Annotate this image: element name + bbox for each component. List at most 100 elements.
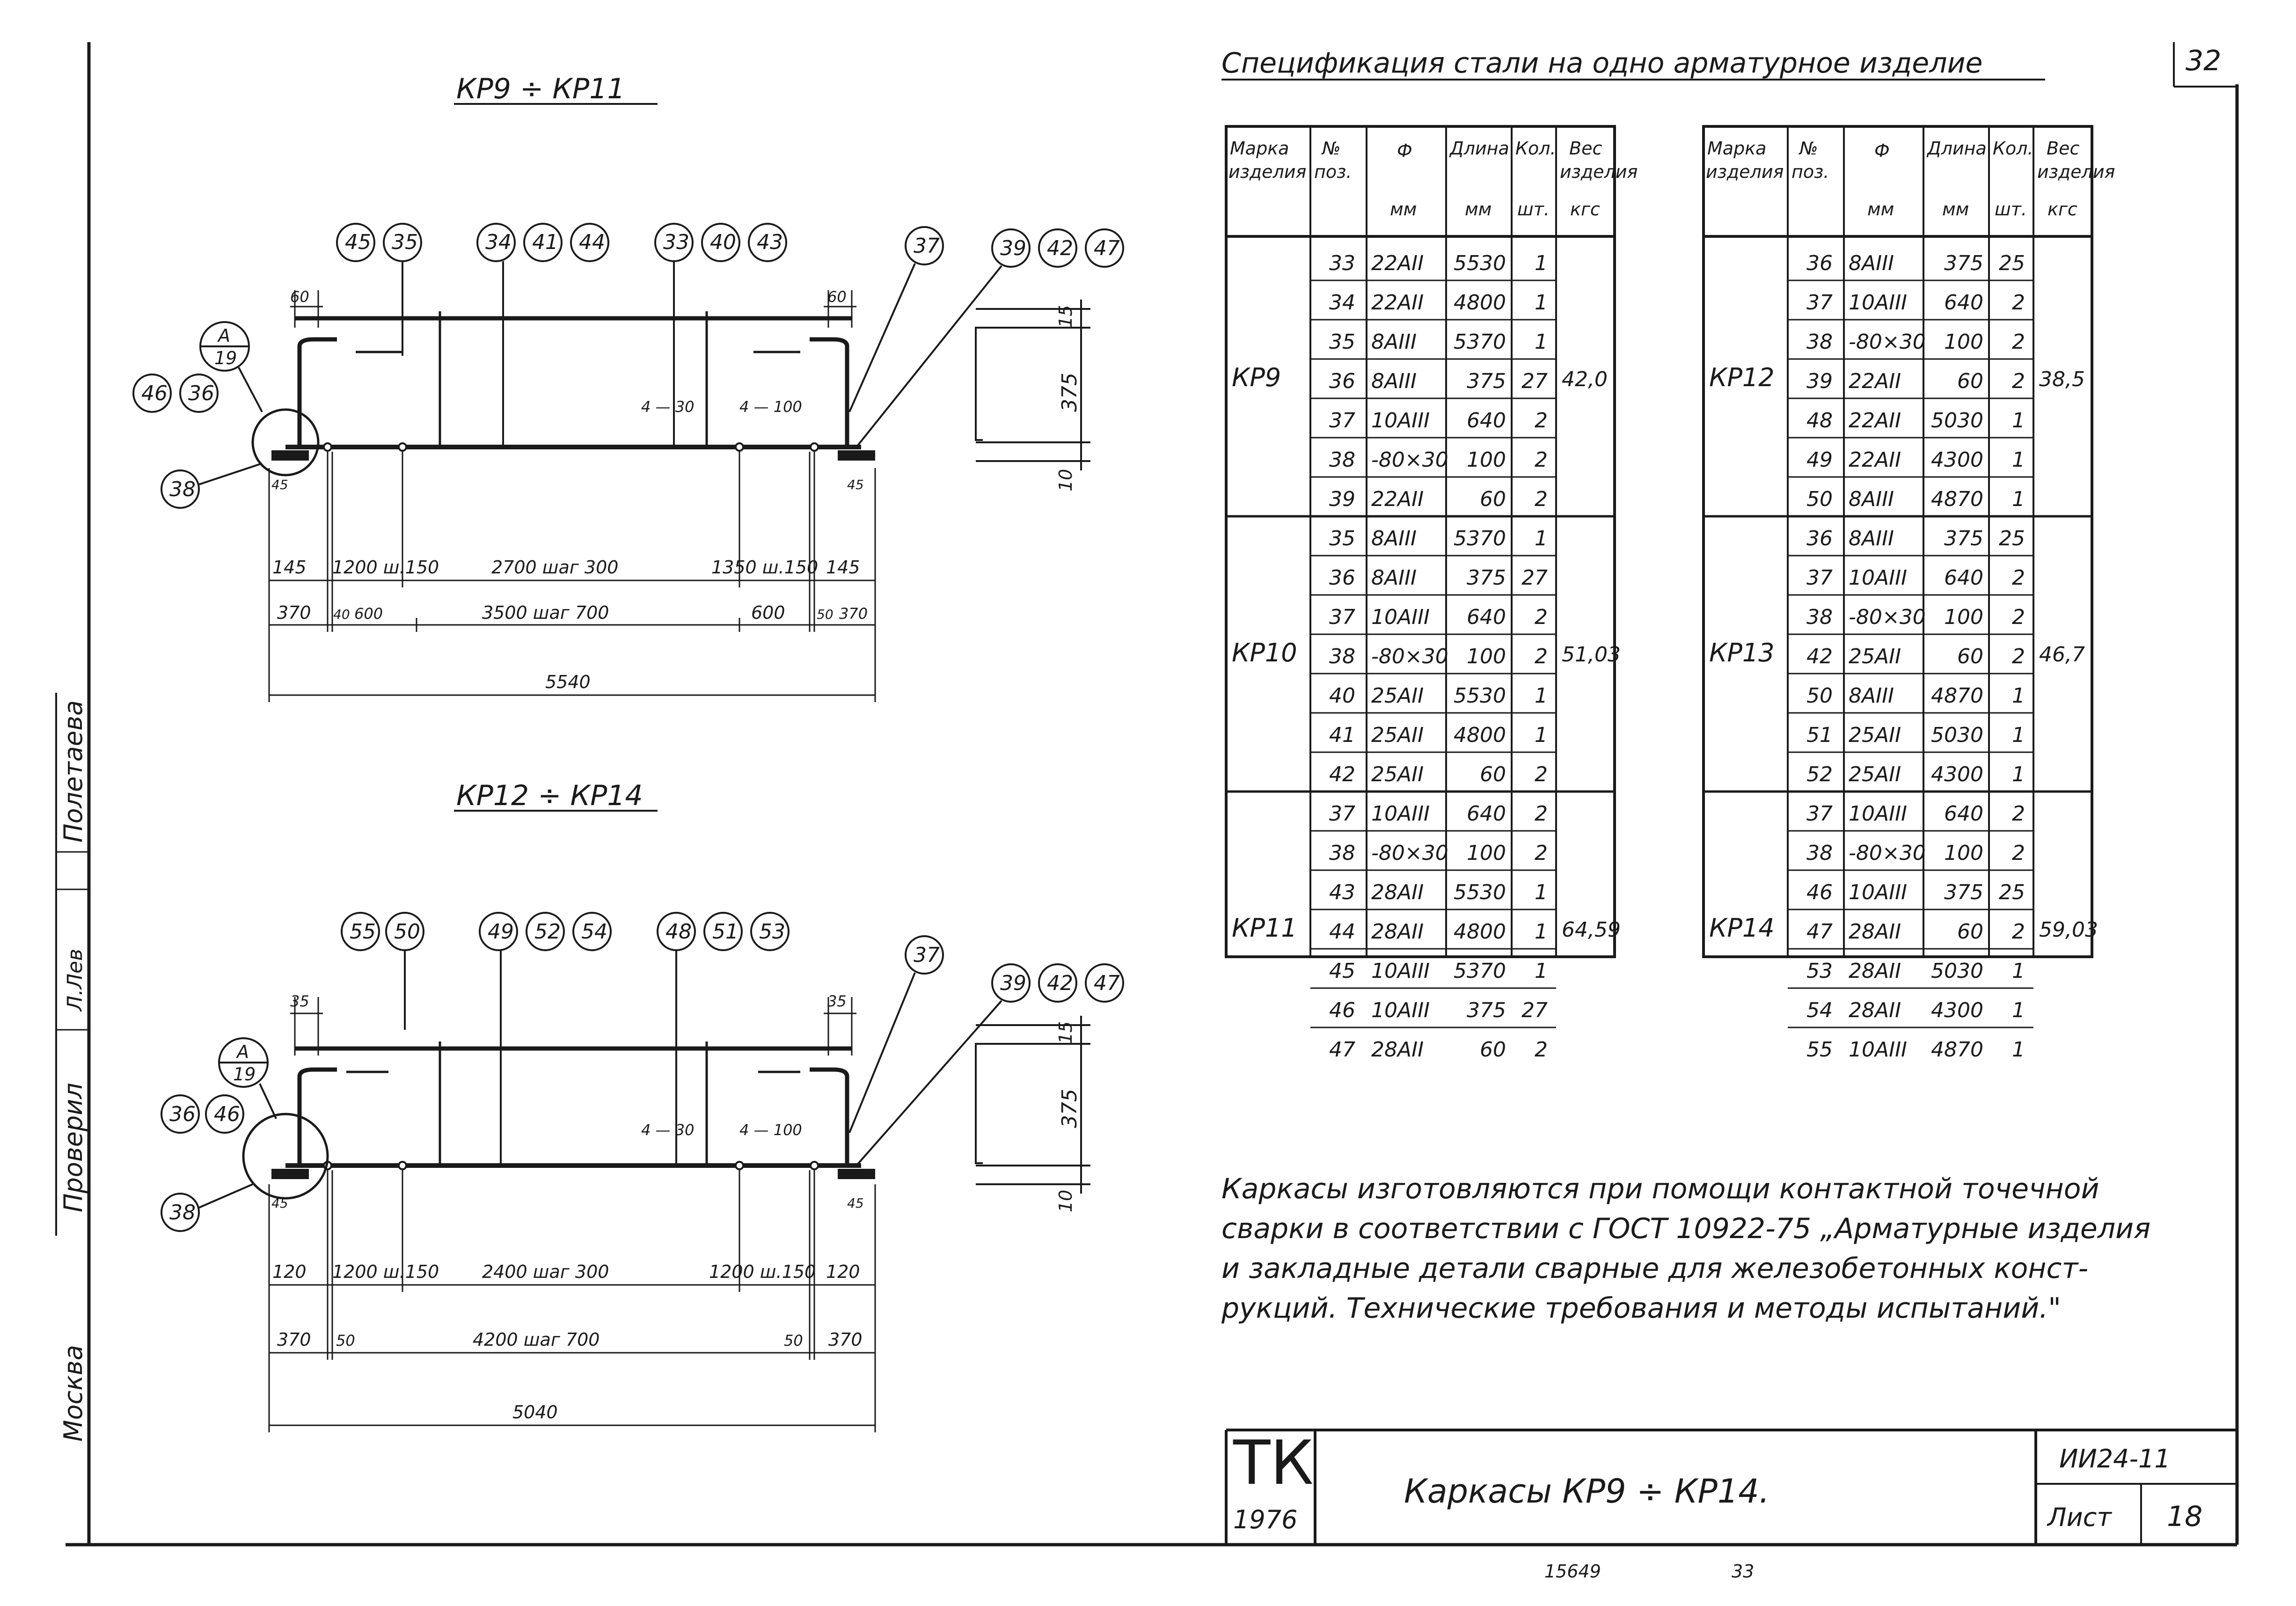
cell-pos: 50 [1806,684,1833,708]
cell-len: 60 [1957,645,1983,668]
left-end-hook [297,1067,337,1166]
cell-pos: 41 [1329,723,1355,747]
cell-pos: 40 [1329,684,1355,708]
weld-note-2: 4 — 100 [739,398,802,416]
cell-len: 100 [1944,605,1983,629]
dim-top-right: 35 [827,992,847,1010]
cell-len: 5530 [1454,880,1506,904]
cell-qty: 27 [1521,566,1548,590]
cell-qty: 2 [1535,802,1548,826]
cell-qty: 25 [1999,527,2025,550]
order-number: 15649 [1544,1561,1601,1582]
cell-dia: 22АII [1371,487,1424,511]
cell-qty: 2 [1535,448,1548,472]
cell-pos: 38 [1329,645,1355,668]
cell-qty: 1 [2012,1038,2025,1062]
cell-pos: 36 [1806,527,1833,550]
cell-dia: 10АIII [1371,998,1430,1022]
cell-pos: 37 [1806,566,1833,590]
cell-dia: -80×30 [1849,330,1926,354]
cell-qty: 1 [1535,723,1548,747]
dim-r2-6: 370 [839,605,868,623]
cell-dia: 8АIII [1371,527,1417,550]
cell-len: 4800 [1454,723,1506,747]
cell-qty: 2 [2012,645,2025,668]
spec-tables: Маркаизделия№поз.ФммДлинаммКол.шт.Весизд… [1225,125,2115,1062]
cell-len: 375 [1467,566,1506,590]
pos-48: 48 [665,920,692,944]
dim-support-right: 45 [847,477,864,492]
sec2-bottom: 10 [1055,1190,1076,1212]
cell-pos: 50 [1806,487,1833,511]
note-block: Каркасы изготовляются при помощи контакт… [1221,1173,2150,1325]
pos-55: 55 [350,920,376,944]
right-end-hook [810,1067,849,1166]
dim-r2-0: 370 [277,602,311,623]
cell-dia: 8АIII [1849,251,1894,275]
cell-len: 4870 [1931,684,1983,708]
cell-len: 4870 [1931,1038,1983,1062]
dim-r1-4: 120 [826,1261,860,1282]
cell-qty: 1 [2012,763,2025,786]
dim-r1-1: 1200 ш.150 [332,1261,439,1282]
hdr-dia: Ф [1397,140,1412,161]
cell-pos: 48 [1806,409,1833,433]
cell-dia: 10АIII [1849,880,1907,904]
cell-dia: -80×30 [1371,645,1448,668]
cell-pos: 53 [1806,959,1833,983]
cell-dia: 28АII [1849,998,1901,1022]
cell-dia: 22АII [1849,448,1901,472]
sec2-height: 375 [1058,1089,1082,1128]
note-line-1: Каркасы изготовляются при помощи контакт… [1221,1173,2099,1205]
cell-qty: 1 [2012,723,2025,747]
cell-len: 640 [1467,605,1506,629]
cell-mark: КР10 [1232,638,1297,667]
cell-len: 640 [1944,566,1983,590]
cell-dia: 25АII [1371,723,1424,747]
cell-qty: 1 [2012,959,2025,983]
note-line-2: сварки в соответствии с ГОСТ 10922-75 „А… [1221,1212,2150,1245]
node-a-circle [251,408,320,477]
dim-r1-2: 2400 шаг 300 [482,1261,609,1282]
cell-dia: 25АII [1371,684,1424,708]
cell-qty: 1 [2012,409,2025,433]
cell-qty: 2 [2012,566,2025,590]
cell-len: 100 [1944,841,1983,865]
cell-mark: КР9 [1232,363,1281,392]
pos-42: 42 [1047,236,1073,260]
note-line-4: рукций. Технические требования и методы … [1221,1292,2061,1325]
cell-dia: 28АII [1371,880,1424,904]
hdr-len-unit: мм [1465,199,1492,220]
hdr-qty-unit: шт. [1517,199,1550,220]
cell-weight: 42,0 [1562,367,1608,391]
spec-title: Спецификация стали на одно арматурное из… [1221,47,1982,80]
dim-total-1: 5540 [545,672,591,692]
hdr-wt-2: изделия [1560,161,1638,182]
dim-total-2: 5040 [512,1402,558,1423]
cell-len: 60 [1480,1038,1506,1062]
pos-43: 43 [757,230,783,254]
cell-qty: 2 [1535,1038,1548,1062]
right-support-plate [838,1169,875,1179]
dim-top-left: 35 [290,992,309,1010]
cell-dia: 25АII [1849,645,1901,668]
pos-46: 46 [141,381,168,405]
cell-len: 60 [1957,920,1983,944]
dim-r2-3: 50 [784,1332,803,1349]
cell-dia: 22АII [1371,251,1424,275]
cell-pos: 44 [1329,920,1355,944]
cell-len: 640 [1467,802,1506,826]
drawing1-title: КР9 ÷ КР11 [456,73,625,105]
cell-qty: 27 [1521,998,1548,1022]
pos-41: 41 [532,230,558,254]
cell-weight: 46,7 [2039,643,2085,667]
sec1-top: 15 [1055,305,1076,328]
cell-weight: 64,59 [1562,918,1621,942]
cell-pos: 36 [1806,251,1833,275]
cell-qty: 2 [1535,409,1548,433]
cell-pos: 42 [1806,645,1833,668]
cell-dia: 28АII [1371,1038,1424,1062]
cell-dia: 8АIII [1371,369,1417,393]
hdr-wt-unit: кгс [2047,199,2077,220]
